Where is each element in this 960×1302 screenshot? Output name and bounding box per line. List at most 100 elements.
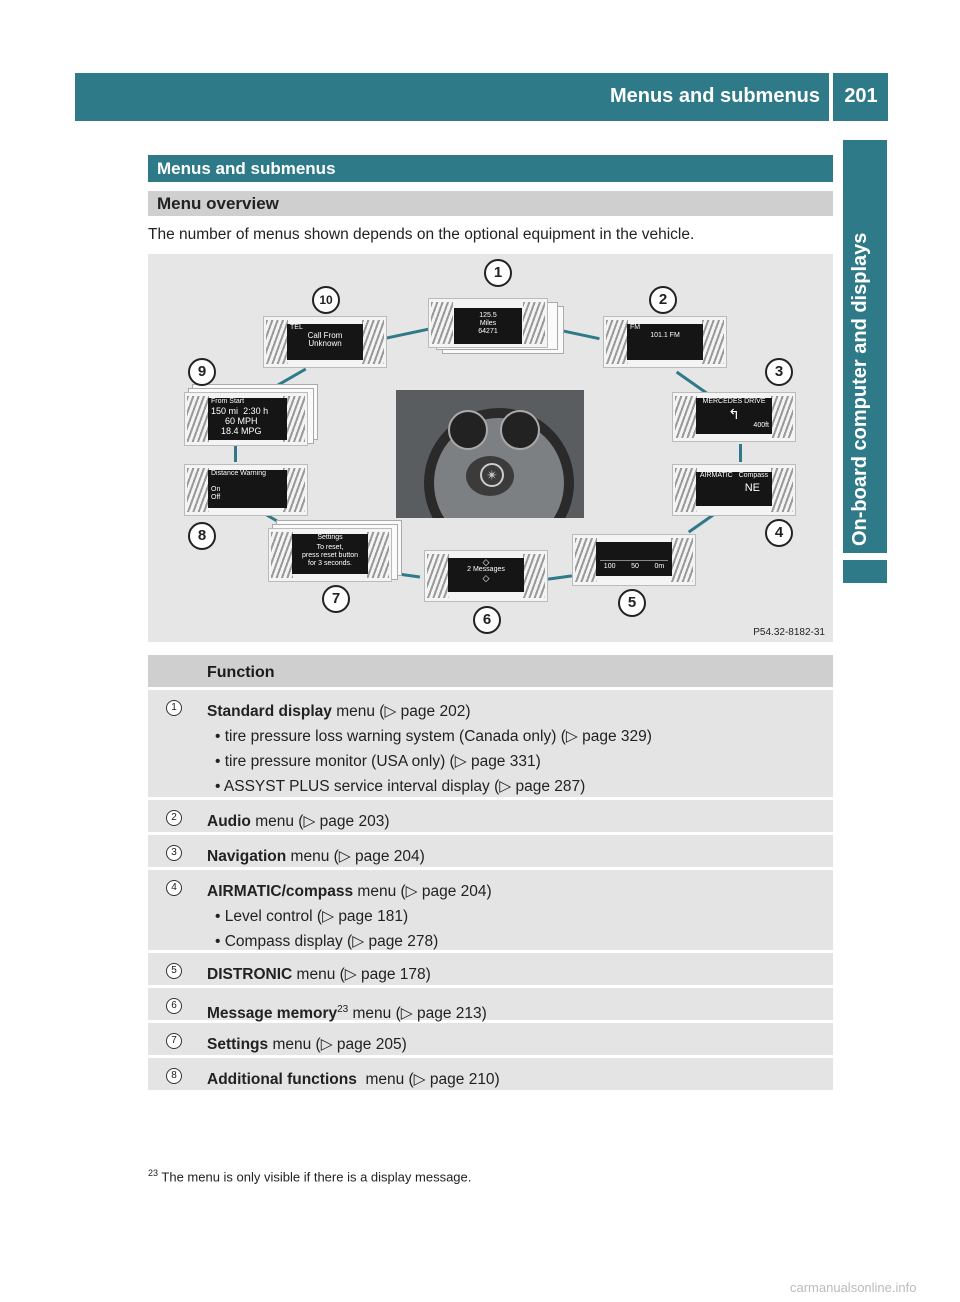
screen-line: From Start xyxy=(211,398,287,406)
bullet-text: tire pressure loss warning system (Canad… xyxy=(225,728,652,745)
screen-line: To reset, xyxy=(292,544,368,552)
row-number: 6 xyxy=(166,998,182,1014)
table-row: 4 AIRMATIC/compass menu (▷ page 204) • L… xyxy=(148,870,833,950)
table-row: 2 Audio menu (▷ page 203) xyxy=(148,800,833,832)
distance-scale xyxy=(600,546,668,561)
panel-settings: Settings To reset, press reset button fo… xyxy=(268,528,392,582)
row-number: 2 xyxy=(166,810,182,826)
steering-wheel-image: ✴ xyxy=(396,390,584,518)
trip-unit: MPG xyxy=(241,426,262,436)
screen-line: Distance Warning xyxy=(211,470,287,478)
scale-label: 50 xyxy=(631,563,639,571)
callout-9: 9 xyxy=(188,358,216,386)
footnote: 23 The menu is only visible if there is … xyxy=(148,1168,471,1184)
mercedes-star-icon: ✴ xyxy=(480,463,504,487)
row-number: 7 xyxy=(166,1033,182,1049)
table-row: 8 Additional functions menu (▷ page 210) xyxy=(148,1058,833,1090)
screen-line: for 3 seconds. xyxy=(292,560,368,568)
table-row: 3 Navigation menu (▷ page 204) xyxy=(148,835,833,867)
scale-label: 0m xyxy=(654,563,664,571)
screen-line: 125.5 xyxy=(454,312,522,320)
callout-10: 10 xyxy=(312,286,340,314)
screen-line: AIRMATIC xyxy=(700,472,733,479)
menu-name: Audio xyxy=(207,813,251,830)
menu-name: Navigation xyxy=(207,848,286,865)
header-title: Menus and submenus xyxy=(75,85,820,108)
table-row: 5 DISTRONIC menu (▷ page 178) xyxy=(148,953,833,985)
trip-unit: MPH xyxy=(238,416,258,426)
menu-ref: menu (▷ page 204) xyxy=(286,848,425,865)
screen-line: Off xyxy=(211,494,287,502)
menu-ref: menu (▷ page 204) xyxy=(353,883,492,900)
bullet-text: ASSYST PLUS service interval display (▷ … xyxy=(224,778,585,795)
watermark: carmanualsonline.info xyxy=(790,1280,916,1295)
callout-4: 4 xyxy=(765,519,793,547)
table-row: 1 Standard display menu (▷ page 202) • t… xyxy=(148,690,833,797)
bullet-text: Compass display (▷ page 278) xyxy=(225,933,439,950)
panel-additional-functions: Distance Warning On Off xyxy=(184,464,308,516)
menu-name: Additional functions xyxy=(207,1071,357,1088)
connector-line xyxy=(739,444,742,462)
trip-value: 150 xyxy=(211,406,226,416)
page-number: 201 xyxy=(836,85,886,108)
connector-line xyxy=(234,446,237,462)
callout-2: 2 xyxy=(649,286,677,314)
callout-3: 3 xyxy=(765,358,793,386)
menu-ref: menu (▷ page 203) xyxy=(251,813,390,830)
turn-arrow-icon: ↰ xyxy=(696,406,772,422)
side-tab-marker xyxy=(843,560,887,583)
footnote-text: The menu is only visible if there is a d… xyxy=(158,1169,471,1184)
menu-ref: menu (▷ page 205) xyxy=(268,1036,407,1053)
screen-line: press reset button xyxy=(292,552,368,560)
callout-6: 6 xyxy=(473,606,501,634)
footnote-number: 23 xyxy=(148,1168,158,1178)
row-number: 5 xyxy=(166,963,182,979)
screen-line: 400ft xyxy=(696,422,772,430)
bullet-text: Level control (▷ page 181) xyxy=(225,908,408,925)
section-title: Menus and submenus xyxy=(157,159,336,179)
trip-unit: mi xyxy=(229,406,239,416)
panel-telephone: TEL Call From Unknown xyxy=(263,316,387,368)
row-number: 1 xyxy=(166,700,182,716)
connector-line xyxy=(688,514,714,534)
panel-distronic: 100 50 0m xyxy=(572,534,696,586)
trip-value: 18.4 xyxy=(221,426,239,436)
callout-5: 5 xyxy=(618,589,646,617)
figure-code: P54.32-8182-31 xyxy=(753,627,825,638)
intro-text: The number of menus shown depends on the… xyxy=(148,226,694,244)
callout-1: 1 xyxy=(484,259,512,287)
header-divider xyxy=(829,73,833,121)
trip-value: 2:30 xyxy=(243,406,261,416)
subsection-title: Menu overview xyxy=(157,194,279,214)
footnote-ref: 23 xyxy=(337,1004,348,1015)
menu-ref: menu (▷ page 213) xyxy=(348,1005,487,1022)
compass-heading: NE xyxy=(696,480,772,496)
row-number: 8 xyxy=(166,1068,182,1084)
trip-value: 60 xyxy=(225,416,235,426)
menu-name: DISTRONIC xyxy=(207,966,292,983)
screen-line: FM xyxy=(627,324,703,332)
table-header-label: Function xyxy=(207,664,275,682)
trip-unit: h xyxy=(263,406,268,416)
connector-line xyxy=(548,574,572,580)
screen-line: Compass xyxy=(739,472,769,479)
bullet-text: tire pressure monitor (USA only) (▷ page… xyxy=(225,753,541,770)
screen-line: On xyxy=(211,486,287,494)
panel-airmatic-compass: AIRMATIC Compass NE xyxy=(672,464,796,516)
panel-standard-display: 125.5 Miles 64271 xyxy=(428,298,548,348)
table-row: 6 Message memory23 menu (▷ page 213) xyxy=(148,988,833,1020)
panel-navigation: MERCEDES DRIVE ↰ 400ft xyxy=(672,392,796,442)
screen-line: MERCEDES DRIVE xyxy=(696,398,772,406)
menu-ref: menu (▷ page 210) xyxy=(357,1071,500,1088)
screen-line: Miles xyxy=(454,320,522,328)
menu-ref: menu (▷ page 202) xyxy=(332,703,471,720)
screen-line: 64271 xyxy=(454,328,522,336)
callout-8: 8 xyxy=(188,522,216,550)
menu-overview-figure: 125.5 Miles 64271 TEL Call From Unknown … xyxy=(148,254,833,642)
panel-trip-computer: From Start 150 mi 2:30 h 60 MPH 18.4 MPG xyxy=(184,392,308,446)
row-number: 4 xyxy=(166,880,182,896)
screen-line: Settings xyxy=(292,534,368,542)
menu-name: Message memory xyxy=(207,1005,337,1022)
row-number: 3 xyxy=(166,845,182,861)
connector-line xyxy=(386,327,430,339)
